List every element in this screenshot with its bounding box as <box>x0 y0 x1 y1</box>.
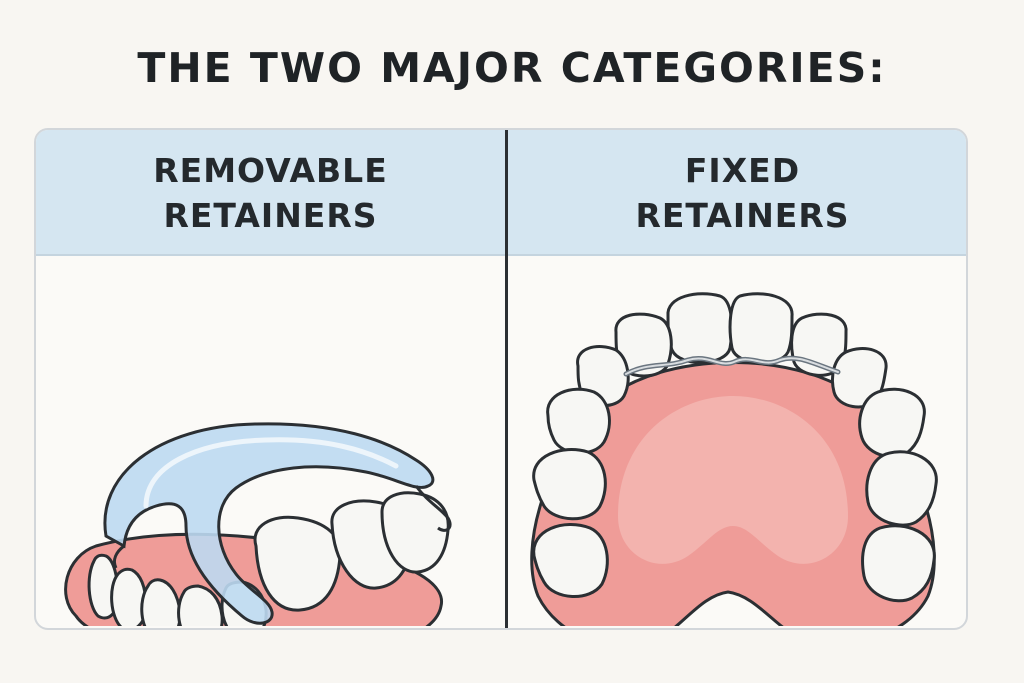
incisor-tooth <box>666 292 734 364</box>
wire-highlight <box>625 357 839 375</box>
retainer-highlight <box>143 437 399 509</box>
page-title: THE TWO MAJOR CATEGORIES: <box>137 44 887 92</box>
tooth <box>110 567 148 626</box>
retainer-wire <box>112 544 125 569</box>
premolar-tooth <box>546 387 611 455</box>
molar-tooth <box>865 450 938 527</box>
column-title-line: RETAINERS <box>635 196 850 235</box>
fixed-retainer-illustration <box>530 292 938 626</box>
column-divider <box>505 130 508 628</box>
removable-retainer-illustration <box>64 422 452 626</box>
column-title-line: REMOVABLE <box>153 151 388 190</box>
molar-tooth <box>861 524 936 603</box>
column-title-fixed: FIXED RETAINERS <box>508 148 966 238</box>
molar-tooth <box>532 448 607 521</box>
molar-tooth <box>532 523 609 598</box>
retainer-tray <box>103 422 435 625</box>
retainer-clasp <box>414 485 452 532</box>
column-title-line: FIXED <box>684 151 801 190</box>
column-title-removable: REMOVABLE RETAINERS <box>36 148 505 238</box>
categories-card: REMOVABLE RETAINERS FIXED RETAINERS <box>34 128 968 630</box>
premolar-tooth <box>858 387 926 459</box>
incisor-tooth <box>728 292 794 365</box>
column-title-line: RETAINERS <box>163 196 378 235</box>
header-band <box>36 130 966 256</box>
palate <box>618 396 848 564</box>
